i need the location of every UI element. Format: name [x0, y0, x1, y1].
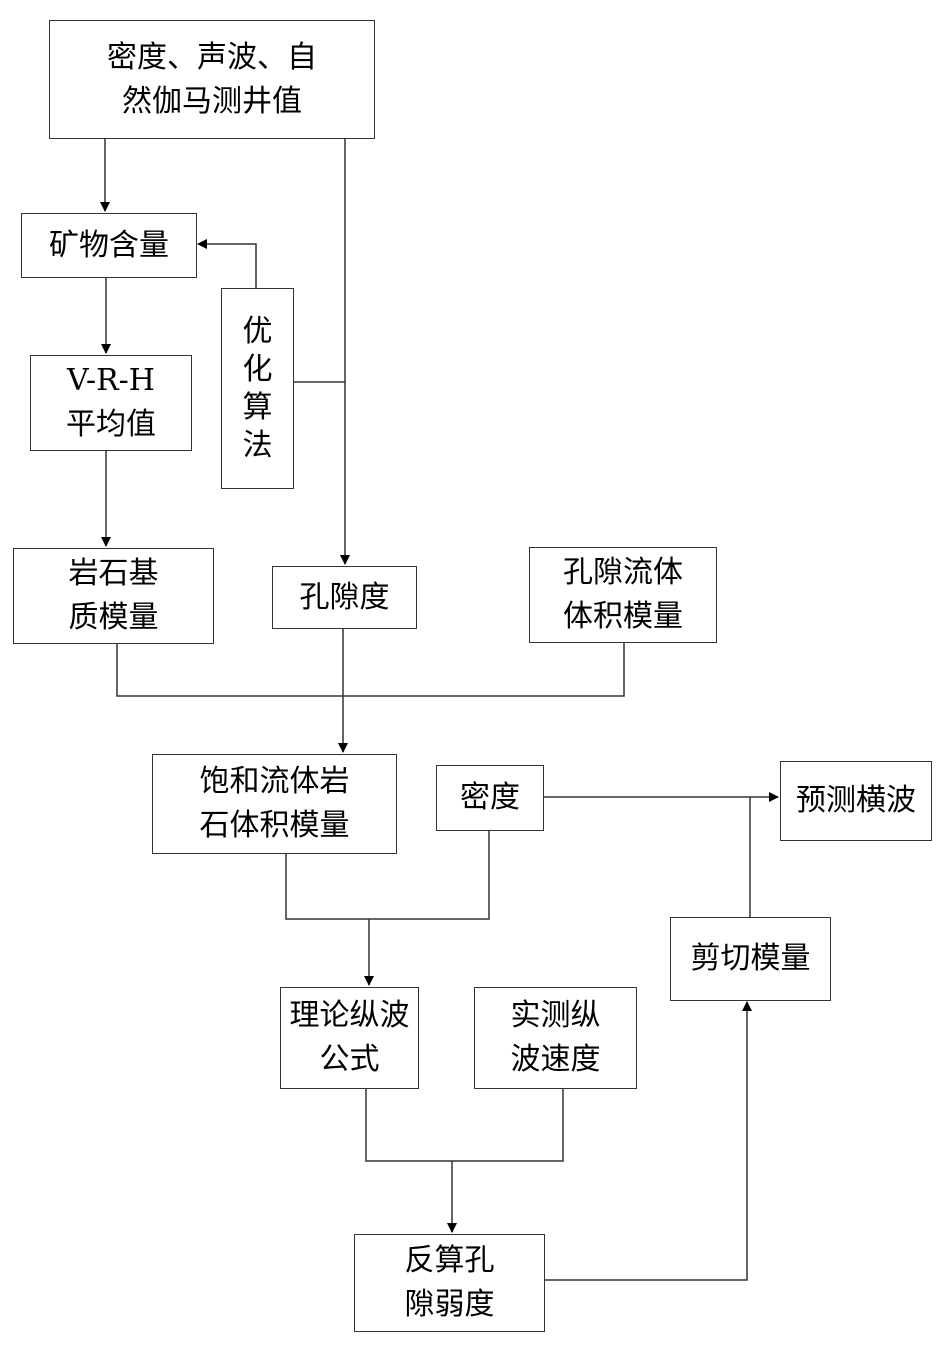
node-logs-line-2: 然伽马测井值: [122, 83, 302, 119]
node-measured: 实测纵 波速度: [474, 987, 637, 1089]
edge-saturated-density-join: [285, 830, 490, 920]
node-fluid: 孔隙流体 体积模量: [529, 547, 717, 643]
node-optim: 优 化 算 法: [221, 288, 294, 489]
node-density-line-1: 密度: [460, 780, 520, 815]
edge-matrix-fluid-join: [116, 642, 625, 697]
node-logs: 密度、声波、自 然伽马测井值: [49, 20, 375, 139]
node-mineral-line-1: 矿物含量: [49, 227, 169, 263]
node-fluid-line-2: 体积模量: [563, 599, 683, 634]
node-optim-line-1: 优: [242, 313, 273, 349]
node-matrix-line-2: 质模量: [68, 600, 159, 635]
node-matrix: 岩石基 质模量: [13, 548, 214, 644]
node-measured-line-2: 波速度: [510, 1042, 601, 1077]
node-logs-line-1: 密度、声波、自: [107, 39, 317, 75]
node-vrh-line-1: V-R-H: [67, 363, 155, 398]
node-mineral: 矿物含量: [21, 213, 197, 278]
node-shear: 剪切模量: [670, 917, 831, 1001]
node-saturated: 饱和流体岩 石体积模量: [152, 754, 397, 854]
node-saturated-line-1: 饱和流体岩: [199, 764, 350, 799]
node-theory-line-1: 理论纵波: [289, 998, 410, 1033]
node-fluid-line-1: 孔隙流体: [563, 555, 683, 590]
node-vrh: V-R-H 平均值: [30, 355, 192, 451]
node-inverse-line-2: 隙弱度: [404, 1287, 495, 1322]
node-optim-line-2: 化: [242, 351, 273, 387]
node-inverse: 反算孔 隙弱度: [354, 1234, 545, 1332]
edge-inverse-shear: [544, 1001, 752, 1281]
node-porosity-line-1: 孔隙度: [299, 579, 390, 615]
node-optim-line-3: 算: [242, 389, 273, 425]
node-theory-line-2: 公式: [319, 1042, 380, 1077]
node-shear-line-1: 剪切模量: [690, 941, 811, 976]
node-predict: 预测横波: [780, 761, 932, 841]
node-theory: 理论纵波 公式: [280, 987, 419, 1089]
node-predict-line-1: 预测横波: [796, 783, 916, 818]
node-vrh-line-2: 平均值: [66, 407, 156, 442]
node-porosity: 孔隙度: [272, 566, 417, 629]
node-optim-line-4: 法: [242, 427, 273, 463]
node-measured-line-1: 实测纵: [510, 998, 601, 1033]
edge-theory-measured-join: [365, 1088, 564, 1162]
node-density: 密度: [436, 765, 544, 831]
node-inverse-line-1: 反算孔: [404, 1243, 495, 1278]
node-matrix-line-1: 岩石基: [68, 556, 159, 591]
edge-optim-mineral: [197, 239, 257, 288]
node-saturated-line-2: 石体积模量: [199, 808, 350, 843]
